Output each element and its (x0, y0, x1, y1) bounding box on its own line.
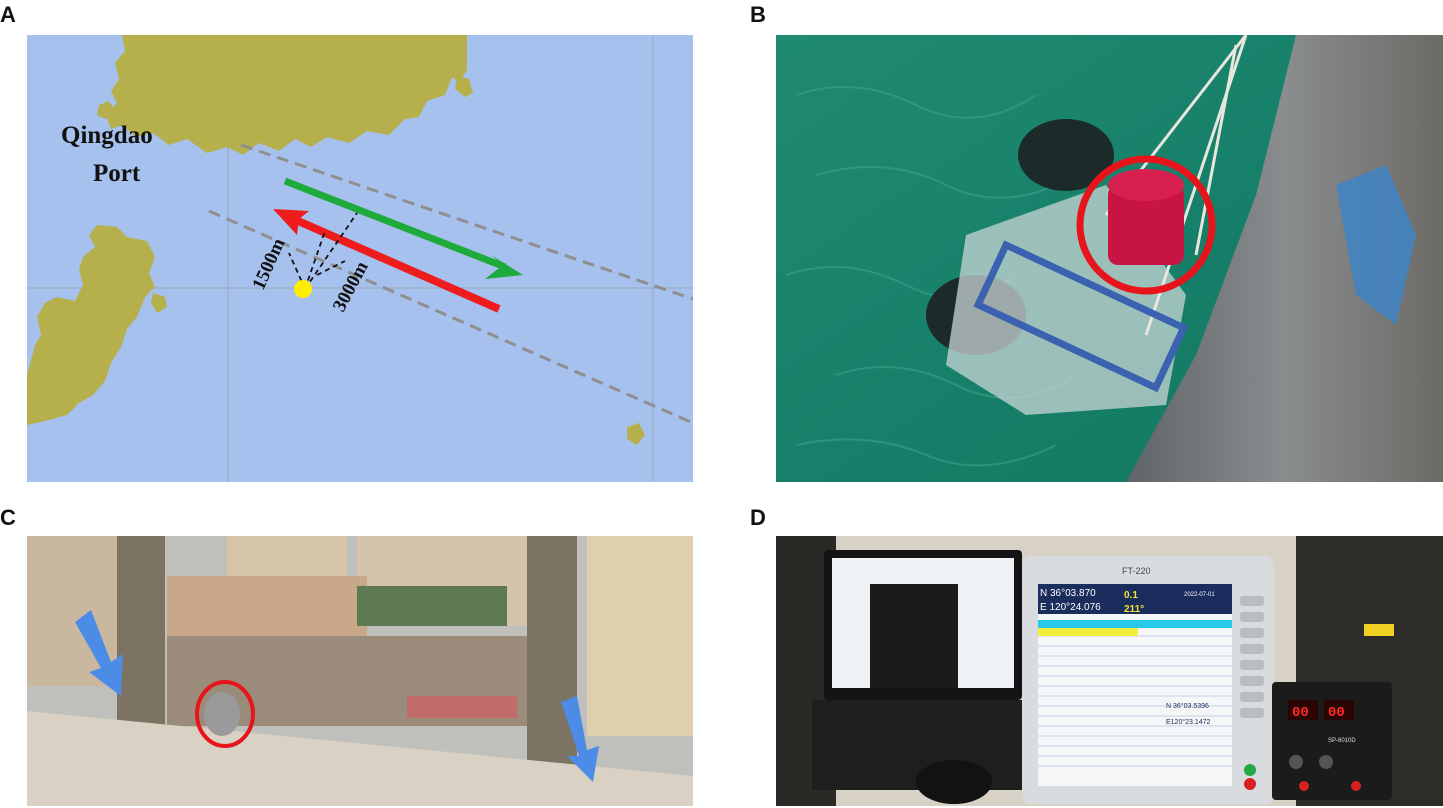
map-panel: Qingdao Port 1500m 3000m (27, 35, 693, 482)
power-supply-display-left (1288, 700, 1318, 720)
equipment-photo: FT-220 N 36°03.870 E 120°24.076 0.1 211°… (776, 536, 1443, 806)
panel-label-c: C (0, 505, 16, 530)
wooden-hull (1126, 35, 1443, 482)
blue-arrow-left (75, 610, 123, 696)
power-supply-reading-left: 00 (1292, 705, 1309, 721)
chartplotter-lat: N 36°03.870 (1040, 588, 1096, 599)
chartplotter-rows (1038, 635, 1232, 767)
red-cylinder-top (1108, 169, 1184, 201)
chartplotter-buttons (1240, 596, 1264, 718)
window-sensor-photo (27, 536, 693, 806)
test-location-marker (294, 280, 312, 298)
power-button-green (1244, 764, 1256, 776)
yellow-tag (1364, 624, 1394, 636)
chartplotter-speed: 0.1 (1124, 590, 1138, 601)
trees (357, 586, 507, 626)
chartplotter-date: 2022-07-01 (1184, 592, 1215, 598)
chartplotter-position-lon: E120°23.1472 (1166, 718, 1211, 726)
chartplotter-header (1038, 584, 1232, 614)
power-supply-model: SP-6010D (1328, 738, 1356, 744)
power-button-red (1244, 778, 1256, 790)
highlight-rectangle (973, 240, 1189, 393)
return-arrow-head (273, 209, 309, 235)
outbound-arrow (283, 177, 507, 271)
sensor-device (204, 692, 240, 736)
chartplotter-course: 211° (1124, 604, 1144, 615)
land-north (105, 35, 467, 155)
return-arrow (287, 213, 501, 313)
chartplotter-position-lat: N 36°03.5396 (1166, 702, 1209, 710)
window-post-left (117, 536, 165, 736)
chartplotter-lon: E 120°24.076 (1040, 602, 1101, 613)
chartplotter-table-bar (1038, 620, 1232, 628)
dark-float (1018, 119, 1114, 191)
land-islet-small (97, 101, 115, 119)
red-roof (407, 696, 517, 718)
distance-markers (288, 212, 358, 290)
sea-deployment-figure (776, 35, 1443, 482)
terminal-red (1299, 781, 1309, 791)
window-sensor-figure (27, 536, 693, 806)
knob (1289, 755, 1303, 769)
red-cylinder (1108, 185, 1184, 265)
lane-boundary-north (240, 143, 693, 301)
window-sill (27, 711, 693, 806)
lane-boundary-south (208, 209, 693, 425)
equipment-figure: FT-220 N 36°03.870 E 120°24.076 0.1 211°… (776, 536, 1443, 806)
land-west-small (151, 293, 167, 313)
sea-deployment-photo (776, 35, 1443, 482)
mouse (916, 760, 992, 804)
land-west (27, 225, 155, 425)
outbound-arrow-head (485, 255, 523, 279)
highlight-circle (1076, 155, 1216, 295)
terminal-window (870, 584, 958, 688)
place-label-line2: Port (93, 160, 141, 187)
map-figure: Qingdao Port 1500m 3000m (27, 35, 693, 482)
panel-label-b: B (750, 2, 766, 27)
chartplotter-brand: FT-220 (1122, 566, 1151, 576)
highlight-row (1038, 628, 1138, 636)
terminal-red (1351, 781, 1361, 791)
power-supply-display-right (1324, 700, 1354, 720)
highlight-ellipse (195, 680, 255, 748)
blue-arrow-right (561, 696, 599, 782)
building (587, 536, 693, 736)
panel-label-a: A (0, 2, 16, 27)
chartplotter-screen (1038, 584, 1232, 786)
land-islet-north (455, 75, 473, 97)
place-label-line1: Qingdao (61, 122, 153, 149)
blue-paint-patch (1336, 165, 1416, 325)
panel-label-d: D (750, 505, 766, 530)
knob (1319, 755, 1333, 769)
power-supply-reading-right: 00 (1328, 705, 1345, 721)
land-east-islet (627, 423, 645, 445)
